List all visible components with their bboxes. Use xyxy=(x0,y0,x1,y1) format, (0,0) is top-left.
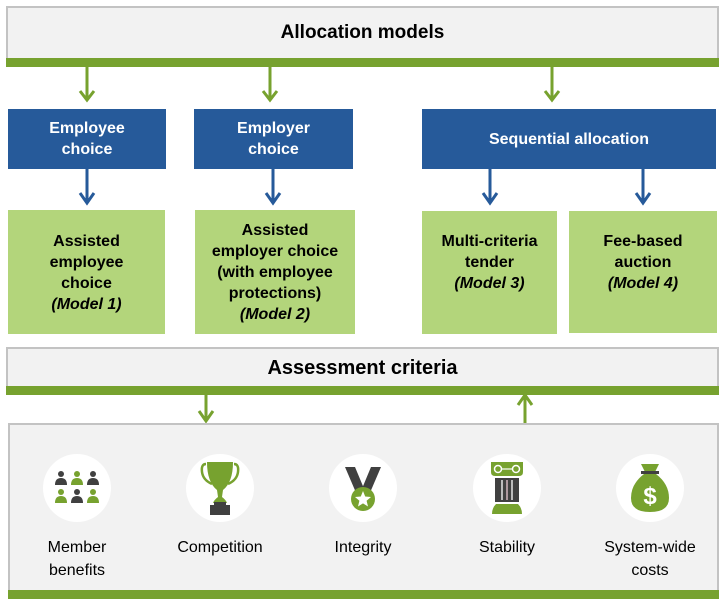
model-4-line2: auction xyxy=(614,254,672,271)
criterion-system-wide-costs: $ System-wide costs xyxy=(590,454,710,582)
model-1-line1: Assisted xyxy=(53,233,120,250)
criterion-competition: Competition xyxy=(160,454,280,559)
arrow-to-model-1 xyxy=(78,169,96,206)
people-group-icon xyxy=(55,471,99,503)
arrow-down-to-criteria xyxy=(197,395,215,424)
model-3-box: Multi-criteria tender (Model 3) xyxy=(422,211,557,334)
model-2-label: (Model 2) xyxy=(239,306,311,323)
system-wide-costs-line2: costs xyxy=(631,562,669,579)
arrow-up-from-criteria xyxy=(516,392,534,423)
model-1-box: Assisted employee choice (Model 1) xyxy=(8,210,165,334)
model-2-line1: Assisted xyxy=(241,222,309,239)
employer-choice-line1: Employer xyxy=(237,120,310,137)
model-2-line4: protections) xyxy=(228,285,322,302)
stability-label: Stability xyxy=(478,539,536,556)
allocation-models-title: Allocation models xyxy=(280,22,445,43)
sequential-allocation-box: Sequential allocation xyxy=(422,109,716,169)
model-4-box: Fee-based auction (Model 4) xyxy=(569,211,717,333)
assessment-criteria-title: Assessment criteria xyxy=(267,357,458,379)
model-3-line2: tender xyxy=(465,254,514,271)
criteria-panel xyxy=(8,423,719,591)
employer-choice-box: Employer choice xyxy=(194,109,353,169)
model-2-box: Assisted employer choice (with employee … xyxy=(195,210,355,334)
model-3-line1: Multi-criteria xyxy=(441,233,538,250)
arrow-to-employer-choice xyxy=(261,67,279,103)
employer-choice-line2: choice xyxy=(248,141,299,158)
criterion-integrity: Integrity xyxy=(303,454,423,559)
column-pillar-icon xyxy=(491,462,523,514)
employee-choice-box: Employee choice xyxy=(8,109,166,169)
employee-choice-line2: choice xyxy=(61,141,113,158)
allocation-models-bar xyxy=(6,58,719,67)
allocation-models-header: Allocation models xyxy=(6,6,719,58)
arrow-to-employee-choice xyxy=(78,67,96,103)
integrity-label: Integrity xyxy=(334,539,392,556)
model-1-label: (Model 1) xyxy=(51,296,122,313)
model-3-label: (Model 3) xyxy=(454,275,525,292)
assessment-criteria-bar xyxy=(6,386,719,395)
model-1-line3: choice xyxy=(61,275,112,292)
medal-icon xyxy=(345,467,381,511)
arrow-to-model-3 xyxy=(481,169,499,206)
model-1-line2: employee xyxy=(49,254,124,271)
svg-text:$: $ xyxy=(643,483,657,510)
trophy-icon xyxy=(200,462,240,515)
arrow-to-sequential-allocation xyxy=(543,67,561,103)
money-bag-icon: $ xyxy=(631,464,669,512)
sequential-allocation-label: Sequential allocation xyxy=(488,130,650,148)
employee-choice-line1: Employee xyxy=(49,120,125,137)
system-wide-costs-line1: System-wide xyxy=(604,539,696,556)
competition-label: Competition xyxy=(177,539,263,556)
assessment-criteria-header: Assessment criteria xyxy=(6,347,719,386)
criteria-panel-bar xyxy=(8,590,719,599)
arrow-to-model-2 xyxy=(264,169,282,206)
member-benefits-line1: Member xyxy=(47,539,107,556)
model-2-line2: employer choice xyxy=(211,243,339,260)
model-4-label: (Model 4) xyxy=(607,275,679,292)
arrow-to-model-4 xyxy=(634,169,652,206)
criterion-stability: Stability xyxy=(447,454,567,559)
criterion-member-benefits: Member benefits xyxy=(17,454,137,582)
model-2-line3: (with employee xyxy=(217,264,333,281)
member-benefits-line2: benefits xyxy=(48,562,106,579)
model-4-line1: Fee-based xyxy=(603,233,683,250)
